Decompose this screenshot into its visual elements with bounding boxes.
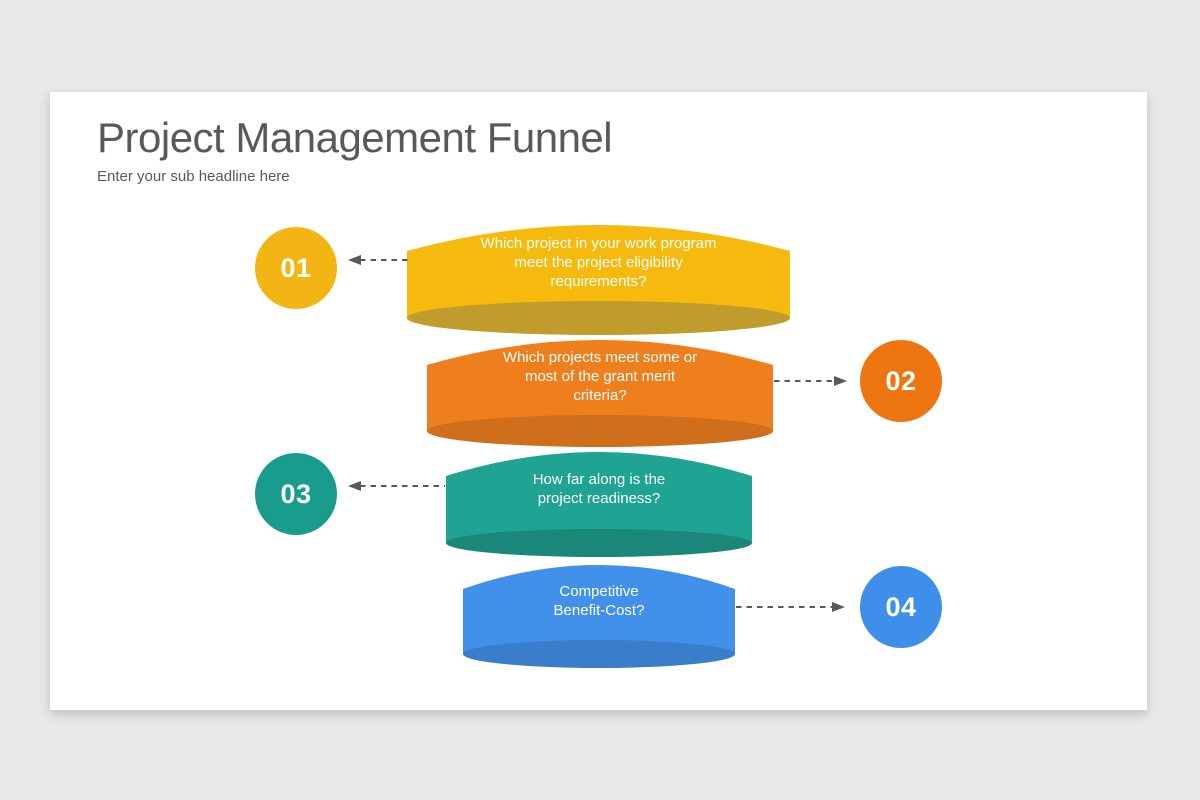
slide-subtitle: Enter your sub headline here <box>97 168 290 185</box>
stage-4-number-badge: 04 <box>860 566 942 648</box>
connector-arrow-2-head-right-icon <box>834 376 847 386</box>
stage-4-number: 04 <box>885 591 917 622</box>
funnel-stage-4: Competitive Benefit-Cost? <box>463 565 735 668</box>
stage-2-number-badge: 02 <box>860 340 942 422</box>
funnel-stage-3-question: How far along is the project readiness? <box>532 470 666 507</box>
funnel-stage-4-base <box>463 640 735 668</box>
stage-1-number-badge: 01 <box>255 227 337 309</box>
funnel-stage-3-shape <box>446 452 752 557</box>
funnel-stage-1: Which project in your work program meet … <box>407 225 790 335</box>
stage-1-number: 01 <box>280 252 312 283</box>
stage-3-number-badge: 03 <box>255 453 337 535</box>
connector-arrow-3 <box>348 481 445 491</box>
stage-2-number: 02 <box>885 365 917 396</box>
funnel-stage-1-base <box>407 301 790 335</box>
funnel-stage-3-base <box>446 529 752 557</box>
connector-arrow-1 <box>348 255 408 265</box>
funnel-stage-2-base <box>427 415 773 447</box>
connector-arrow-4-head-right-icon <box>832 602 845 612</box>
connector-arrow-4 <box>736 602 845 612</box>
connector-arrow-2 <box>774 376 847 386</box>
slide-title: Project Management Funnel <box>97 114 613 161</box>
funnel-stage-2-question: Which projects meet some or most of the … <box>502 349 698 404</box>
connector-arrow-1-head-left-icon <box>348 255 361 265</box>
slide-card: Project Management Funnel Enter your sub… <box>50 92 1147 710</box>
funnel-stage-3: How far along is the project readiness? <box>446 452 752 557</box>
funnel-stage-2: Which projects meet some or most of the … <box>427 340 773 447</box>
funnel-stage-2-shape <box>427 340 773 447</box>
funnel-stage-3-body <box>446 452 752 557</box>
funnel-stage-4-shape <box>463 565 735 668</box>
funnel-stage-1-shape <box>407 225 790 335</box>
funnel-stage-1-question: Which project in your work program meet … <box>480 235 717 290</box>
funnel-stage-4-question: Competitive Benefit-Cost? <box>553 582 645 619</box>
stage-3-number: 03 <box>280 478 312 509</box>
connector-arrow-3-head-left-icon <box>348 481 361 491</box>
